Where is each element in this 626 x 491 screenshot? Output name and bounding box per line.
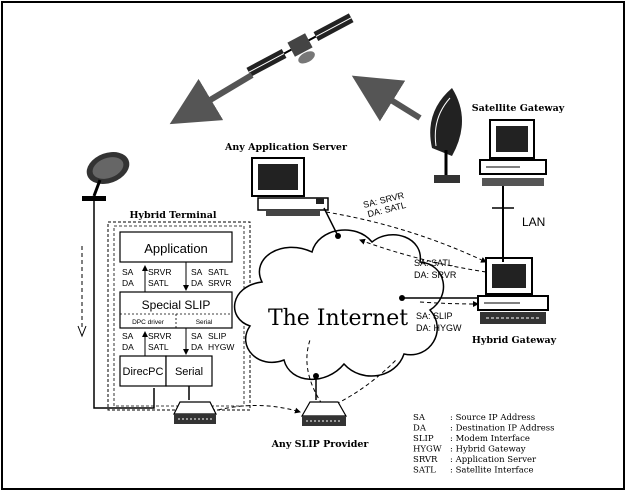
hybrid-terminal-label: Hybrid Terminal bbox=[129, 210, 216, 221]
legend-abbr: HYGW bbox=[413, 445, 442, 455]
t1-right-sa: SA bbox=[191, 267, 203, 277]
satellite-gateway-label: Satellite Gateway bbox=[472, 103, 565, 114]
t1-left-da: DA bbox=[122, 278, 134, 288]
application-label: Application bbox=[144, 241, 208, 256]
t1-right-v1: SATL bbox=[208, 267, 229, 277]
slip-provider-modem-icon bbox=[300, 401, 348, 426]
t1-left-v1: SRVR bbox=[148, 267, 171, 277]
hybrid-gateway-label: Hybrid Gateway bbox=[472, 335, 557, 346]
special-slip-label: Special SLIP bbox=[142, 298, 211, 312]
t1-left-v2: SATL bbox=[148, 278, 169, 288]
app-server-computer-icon bbox=[251, 157, 329, 216]
app-server-label: Any Application Server bbox=[224, 142, 348, 153]
uplink-arrow bbox=[351, 75, 422, 122]
t2-left-da: DA bbox=[122, 342, 134, 352]
satellite-gateway-computer-icon bbox=[479, 119, 547, 186]
legend-abbr: SLIP bbox=[413, 434, 434, 444]
legend-description: : Satellite Interface bbox=[450, 466, 534, 476]
terminal-modem-icon bbox=[173, 401, 217, 424]
legend-description: : Hybrid Gateway bbox=[450, 445, 526, 455]
direcpc-label: DirecPC bbox=[123, 366, 164, 378]
t2-right-da: DA bbox=[191, 342, 203, 352]
direcpc-box bbox=[119, 355, 167, 387]
t2-left-sa: SA bbox=[122, 331, 134, 341]
legend-abbr: SA bbox=[413, 413, 426, 423]
hybrid-gateway-computer-icon bbox=[477, 257, 549, 324]
serial-box bbox=[165, 355, 213, 387]
t1-right-da: DA bbox=[191, 278, 203, 288]
dish-cable bbox=[93, 200, 155, 409]
legend-abbr: SATL bbox=[413, 466, 436, 476]
gw-top-da: DA: SRVR bbox=[414, 270, 457, 280]
legend-description: : Destination IP Address bbox=[450, 424, 555, 434]
internet-cloud bbox=[233, 229, 445, 380]
serial-small-label: Serial bbox=[196, 319, 213, 326]
legend-description: : Modem Interface bbox=[450, 434, 530, 444]
terminal-dish-icon bbox=[82, 152, 130, 201]
satellite-gateway-dish-icon bbox=[430, 88, 462, 183]
t2-left-v2: SATL bbox=[148, 342, 169, 352]
slip-provider-label: Any SLIP Provider bbox=[271, 439, 370, 450]
downlink-arrow bbox=[169, 72, 254, 125]
dialup-link bbox=[217, 405, 301, 414]
application-box bbox=[119, 231, 233, 263]
gw-bot-da: DA: HYGW bbox=[416, 323, 462, 333]
t1-left-sa: SA bbox=[122, 267, 134, 277]
t2-right-v2: HYGW bbox=[208, 342, 234, 352]
t2-left-v1: SRVR bbox=[148, 331, 171, 341]
legend-description: : Source IP Address bbox=[450, 413, 535, 423]
gw-top-sa: SA: SATL bbox=[414, 258, 453, 268]
satellite-icon bbox=[246, 13, 354, 77]
internet-label: The Internet bbox=[268, 306, 408, 331]
gw-bot-sa: SA: SLIP bbox=[416, 311, 453, 321]
legend-abbr: DA bbox=[413, 424, 427, 434]
t2-right-sa: SA bbox=[191, 331, 203, 341]
dpc-driver-label: DPC driver bbox=[132, 319, 165, 326]
serial-label: Serial bbox=[175, 366, 203, 378]
legend-abbr: SRVR bbox=[413, 455, 438, 465]
legend-description: : Application Server bbox=[450, 455, 537, 465]
t2-right-v1: SLIP bbox=[208, 331, 227, 341]
t1-right-v2: SRVR bbox=[208, 278, 231, 288]
lan-label: LAN bbox=[522, 215, 545, 229]
